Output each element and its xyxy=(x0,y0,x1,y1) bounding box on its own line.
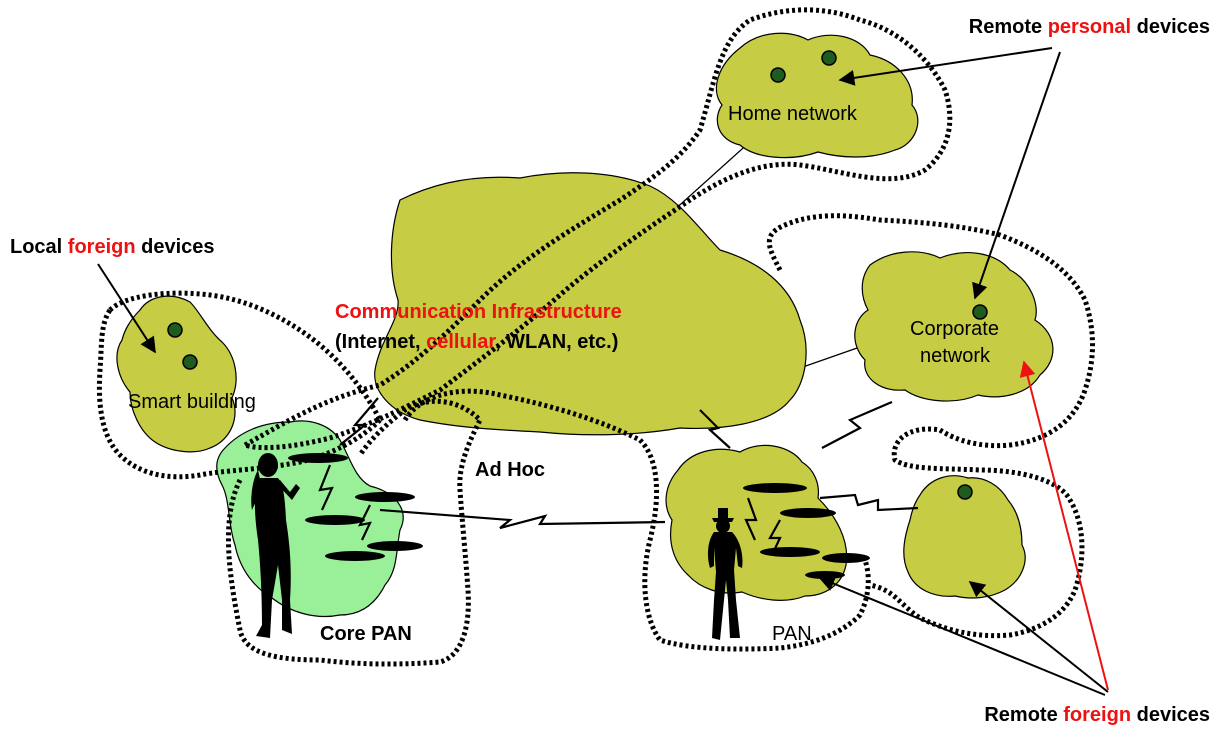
arrow-personal-to-home xyxy=(838,47,1053,86)
label-core-pan: Core PAN xyxy=(320,623,412,645)
arrow-foreign-to-pan xyxy=(818,576,1106,696)
label-home-network: Home network xyxy=(728,103,858,125)
lightning-link-adhoc xyxy=(379,508,666,530)
device-dot-home-2 xyxy=(821,50,837,66)
man-with-hat-silhouette-icon xyxy=(707,508,743,640)
device-dot-home-1 xyxy=(770,67,786,83)
boundary-core-pan xyxy=(226,398,484,667)
boundary-corporate xyxy=(766,213,1095,639)
boundary-ad-hoc xyxy=(402,388,871,652)
label-smart-building: Smart building xyxy=(128,391,256,413)
device-dot-building-1 xyxy=(167,322,183,338)
remote-foreign-cloud xyxy=(903,475,1026,599)
label-ad-hoc: Ad Hoc xyxy=(475,459,545,481)
device-dot-foreign xyxy=(957,484,973,500)
lightning-link-pan-foreign xyxy=(819,493,919,512)
device-disc-core-1 xyxy=(288,453,348,463)
device-disc-pan-3 xyxy=(760,547,820,557)
arrow-personal-to-corporate xyxy=(972,51,1061,300)
device-disc-pan-2 xyxy=(780,508,836,518)
device-dot-building-2 xyxy=(182,354,198,370)
device-disc-pan-1 xyxy=(743,483,807,493)
infrastructure-cloud xyxy=(374,172,807,436)
lightning-pan-2 xyxy=(768,519,782,556)
label-corporate-line2: network xyxy=(920,345,991,367)
corporate-network-cloud xyxy=(854,251,1054,402)
lightning-pan-1 xyxy=(744,497,758,541)
label-pan: PAN xyxy=(772,623,812,645)
label-infrastructure-examples: (Internet, cellular, WLAN, etc.) xyxy=(335,331,618,353)
label-local-foreign: Local foreign devices xyxy=(10,236,215,258)
label-remote-personal: Remote personal devices xyxy=(969,16,1210,38)
device-dot-corporate xyxy=(972,304,988,320)
arrow-foreign-to-corporate xyxy=(1019,360,1109,691)
arrow-local-foreign xyxy=(97,263,156,354)
label-corporate-line1: Corporate xyxy=(910,318,999,340)
device-disc-core-5 xyxy=(367,541,423,551)
woman-silhouette-icon xyxy=(251,453,300,638)
label-infrastructure-title: Communication Infrastructure xyxy=(335,301,622,323)
lightning-link-corporate-pan xyxy=(821,400,893,449)
lightning-link-infra-corepan xyxy=(339,397,379,446)
lightning-core-2 xyxy=(358,504,372,541)
boundary-home xyxy=(243,7,953,451)
lightning-link-infra-pan xyxy=(699,409,731,449)
label-remote-foreign: Remote foreign devices xyxy=(984,704,1210,726)
home-network-cloud xyxy=(715,32,919,159)
device-disc-pan-5 xyxy=(805,571,845,579)
arrow-foreign-to-small-cloud xyxy=(968,581,1109,693)
link-infra-home xyxy=(671,139,753,213)
lightning-core-1 xyxy=(318,464,334,511)
device-disc-core-2 xyxy=(355,492,415,502)
device-disc-pan-4 xyxy=(822,553,870,563)
device-disc-core-4 xyxy=(325,551,385,561)
device-disc-core-3 xyxy=(305,515,365,525)
smart-building-cloud xyxy=(116,295,237,453)
